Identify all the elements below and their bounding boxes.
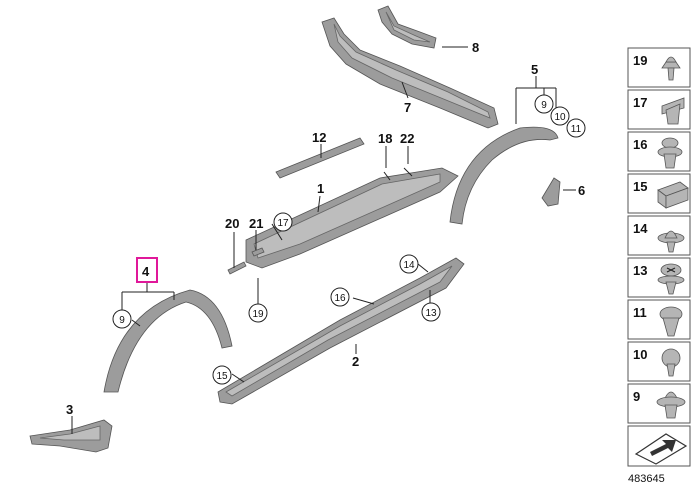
callout-13-text: 13 (425, 308, 437, 319)
label-20: 20 (225, 216, 239, 231)
legend-14-label: 14 (633, 221, 648, 236)
legend-cell-15[interactable]: 15 (627, 173, 691, 214)
callout-10[interactable]: 10 (550, 106, 570, 126)
label-3: 3 (66, 402, 73, 417)
label-7: 7 (404, 100, 411, 115)
legend-cell-13[interactable]: 13 (627, 257, 691, 298)
screw-clip-icon (657, 263, 685, 295)
callout-11-text: 11 (571, 124, 582, 135)
callout-9-rear[interactable]: 9 (534, 94, 554, 114)
label-22: 22 (400, 131, 414, 146)
clip-nut-icon (661, 97, 685, 125)
part-8-trim[interactable] (377, 5, 437, 49)
callout-10-text: 10 (554, 112, 566, 123)
legend-cell-17[interactable]: 17 (627, 89, 691, 130)
callout-15-text: 15 (216, 371, 228, 382)
legend-16-label: 16 (633, 137, 647, 152)
legend-9-label: 9 (633, 389, 640, 404)
fastener-legend: 19 17 16 15 (627, 47, 691, 467)
legend-cell-view[interactable] (627, 425, 691, 467)
callout-14[interactable]: 14 (399, 254, 419, 274)
flange-clip-icon (656, 391, 686, 419)
pin-20[interactable] (227, 261, 247, 275)
legend-10-label: 10 (633, 347, 647, 362)
legend-cell-10[interactable]: 10 (627, 341, 691, 382)
document-id: 483645 (628, 473, 665, 485)
part-4-wheel-arch[interactable] (103, 289, 233, 393)
round-clip-icon (661, 348, 681, 377)
highlight-box (136, 257, 158, 283)
legend-13-label: 13 (633, 263, 647, 278)
part-3-mud-flap[interactable] (29, 419, 113, 453)
label-18: 18 (378, 131, 392, 146)
label-12: 12 (312, 130, 326, 145)
selected-part-4[interactable]: 4 (136, 257, 158, 283)
callout-15[interactable]: 15 (212, 365, 232, 385)
label-1: 1 (317, 181, 324, 196)
part-2-lower-sill[interactable] (217, 257, 465, 405)
part-7-trim[interactable] (321, 17, 499, 129)
callout-17[interactable]: 17 (273, 212, 293, 232)
legend-cell-11[interactable]: 11 (627, 299, 691, 340)
legend-cell-9[interactable]: 9 (627, 383, 691, 424)
legend-17-label: 17 (633, 95, 647, 110)
part-5-wheel-arch[interactable] (449, 126, 559, 225)
label-2: 2 (352, 354, 359, 369)
legend-15-label: 15 (633, 179, 647, 194)
pin-21[interactable] (251, 247, 265, 257)
label-8: 8 (472, 40, 479, 55)
clip-18[interactable] (383, 171, 391, 181)
clip-22[interactable] (403, 167, 413, 177)
push-rivet-icon (661, 56, 681, 81)
callout-19-text: 19 (252, 309, 264, 320)
label-6: 6 (578, 183, 585, 198)
view-direction-arrow-icon (634, 433, 688, 465)
mushroom-clip-icon (659, 306, 683, 337)
label-21: 21 (249, 216, 263, 231)
callout-16-text: 16 (334, 293, 346, 304)
legend-cell-19[interactable]: 19 (627, 47, 691, 88)
callout-11[interactable]: 11 (566, 118, 586, 138)
callout-9-front[interactable]: 9 (112, 309, 132, 329)
expansion-rivet-icon (657, 137, 683, 169)
callout-9-front-text: 9 (119, 315, 125, 326)
legend-19-label: 19 (633, 53, 647, 68)
part-6-bracket[interactable] (541, 177, 561, 207)
callout-17-text: 17 (277, 218, 289, 229)
callout-16[interactable]: 16 (330, 287, 350, 307)
retainer-clip-icon (657, 181, 689, 209)
label-4: 4 (142, 264, 150, 279)
legend-cell-16[interactable]: 16 (627, 131, 691, 172)
label-5: 5 (531, 62, 538, 77)
callout-19[interactable]: 19 (248, 303, 268, 323)
part-12-strip[interactable] (275, 137, 365, 179)
callout-9-rear-text: 9 (541, 100, 547, 111)
trim-clip-icon (657, 230, 685, 253)
callout-14-text: 14 (403, 260, 415, 271)
legend-11-label: 11 (633, 305, 647, 320)
legend-cell-14[interactable]: 14 (627, 215, 691, 256)
part-1-sill[interactable] (245, 167, 459, 269)
callout-13[interactable]: 13 (421, 302, 441, 322)
